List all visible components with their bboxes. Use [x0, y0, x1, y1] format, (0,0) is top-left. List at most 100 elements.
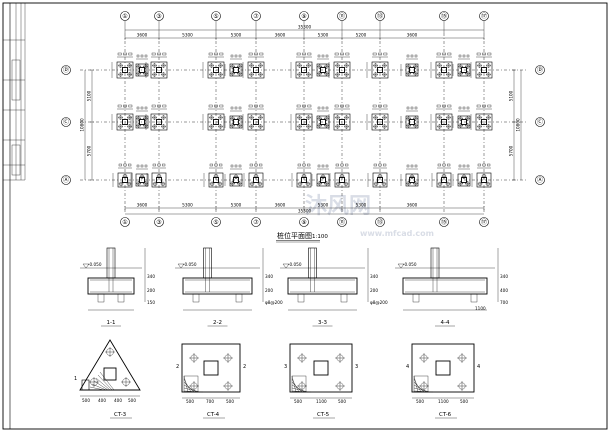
column-section: [301, 67, 307, 73]
column-section: [139, 67, 145, 73]
rebar-hatch: [93, 380, 109, 391]
section-dim-label: 200: [265, 288, 273, 293]
section-label: 2-2: [213, 320, 222, 326]
plan-scale: 1:100: [312, 234, 328, 240]
cap-column: [203, 360, 219, 376]
cap-label: CT-5: [317, 412, 330, 418]
cap-section-mark: 1: [74, 376, 77, 382]
grid-bubble-bottom: [211, 217, 221, 227]
grid-label-bottom: ⑪: [339, 218, 345, 226]
grid-label-right: Ⓒ: [537, 118, 543, 126]
grid-bubble-left: [61, 175, 71, 185]
grid-label-right: Ⓐ: [537, 176, 543, 184]
elevation-label: -0.050: [288, 262, 302, 267]
cap-label: CT-4: [207, 412, 220, 418]
column-section: [156, 67, 162, 73]
section-cap: [287, 277, 358, 295]
rebar-hatch: [91, 383, 107, 391]
pile-cap: [430, 104, 453, 131]
title-block: [3, 3, 26, 429]
pile-cap: [328, 104, 351, 131]
column-section: [122, 119, 128, 125]
grid-bubble-right: [535, 117, 545, 127]
pile-cap: [243, 163, 264, 188]
column-section: [156, 119, 162, 125]
dimension-label: 5300: [318, 203, 329, 208]
cap-column: [313, 360, 329, 376]
dimension-label: 5300: [231, 203, 242, 208]
rebar-hatch: [413, 390, 434, 393]
cap-dim-label: 500: [186, 399, 194, 404]
cap-outline: [289, 343, 353, 393]
pile-cap: [291, 163, 312, 188]
grid-label-top: ⑬: [377, 12, 383, 20]
section-cap: [402, 277, 488, 295]
pile-cap: [430, 52, 453, 79]
section-dim-label: 340: [265, 274, 273, 279]
grid-label-top: ⑪: [339, 12, 345, 20]
cap-dim-label: 500: [128, 398, 136, 403]
pile-cap: [242, 52, 265, 79]
pile-cap: [224, 54, 243, 77]
section-column: [203, 247, 212, 279]
cap-column: [435, 360, 451, 376]
cap-column: [103, 367, 117, 381]
grid-label-bottom: ⑨: [301, 219, 306, 226]
column-section: [253, 67, 259, 73]
pile-cap: [329, 163, 350, 188]
rebar-hatch: [413, 381, 425, 393]
grid-label-right: Ⓓ: [537, 66, 543, 74]
cap-dim-label: 500: [460, 399, 468, 404]
dimension-label: 3600: [275, 203, 286, 208]
dimension-label: 5300: [356, 203, 367, 208]
grid-bubble-bottom: [439, 217, 449, 227]
pile-cap: [290, 104, 313, 131]
cap-label: CT-6: [439, 412, 452, 418]
section-dim-label: 340: [370, 274, 378, 279]
grid-label-top: ⑨: [301, 13, 306, 20]
cap-dim-label: 400: [114, 398, 122, 403]
section-label: 1-1: [107, 320, 116, 326]
section-column: [430, 247, 440, 279]
dimension-label: 3600: [275, 33, 286, 38]
dimension-label: 5300: [182, 203, 193, 208]
column-section: [377, 119, 383, 125]
grid-label-bottom: ⑮: [441, 218, 447, 226]
watermark-url: www.mfcad.com: [360, 229, 434, 238]
grid-label-bottom: ③: [156, 219, 161, 226]
elevation-label: -0.050: [88, 262, 102, 267]
section-pile: [192, 293, 200, 303]
cap-section-mark: 2: [176, 364, 179, 370]
side-dimension-label: 5700: [509, 145, 514, 156]
dimension-label: 3600: [407, 33, 418, 38]
rebar-hatch: [99, 371, 115, 391]
pile-cap: [452, 106, 471, 129]
grid-bubble-right: [535, 175, 545, 185]
side-dimension-total: 10800: [80, 118, 85, 132]
pile-cap: [470, 52, 493, 79]
grid-label-bottom: ①: [122, 219, 127, 226]
grid-label-top: ①: [122, 13, 127, 20]
grid-bubble-bottom: [251, 217, 261, 227]
cap-section-mark: 3: [355, 364, 358, 370]
column-section: [481, 67, 487, 73]
column-section: [339, 119, 345, 125]
pile-cap: [146, 163, 167, 188]
rebar-hatch: [183, 381, 195, 393]
pile-cap: [328, 52, 351, 79]
dimension-label: 5300: [318, 33, 329, 38]
pile-cap: [452, 164, 471, 187]
column-section: [409, 119, 415, 125]
section-dim-label: φ8@200: [265, 300, 283, 305]
section-dim-label: 200: [370, 288, 378, 293]
column-section: [339, 67, 345, 73]
pile-cap: [145, 104, 168, 131]
pile-cap: [470, 104, 493, 131]
cap-dim-label: 1100: [316, 399, 327, 404]
grid-label-bottom: ⑬: [377, 218, 383, 226]
dimension-label: 5200: [356, 33, 367, 38]
